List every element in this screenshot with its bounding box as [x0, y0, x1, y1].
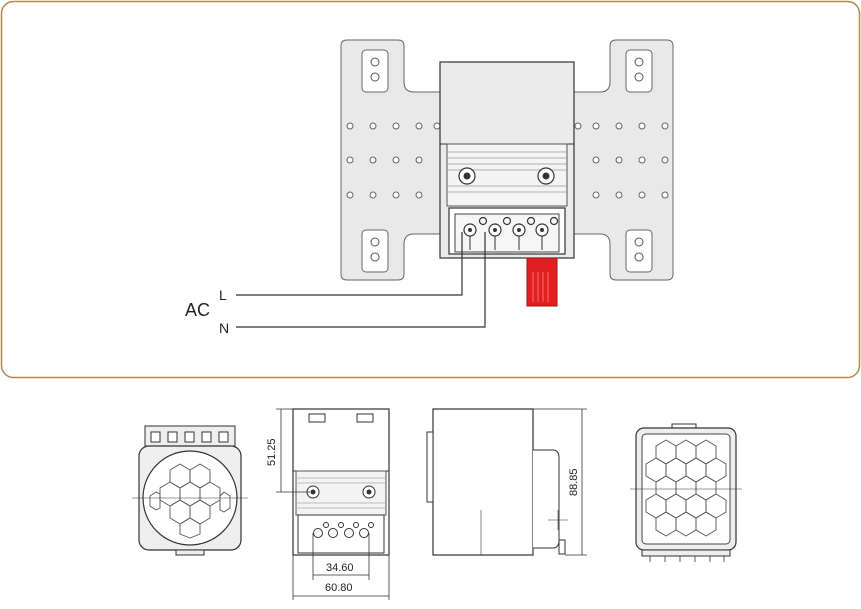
total-width-dimension-label: 60.80 — [325, 582, 353, 594]
line-wire — [236, 232, 463, 296]
terminal-span-dimension-label: 34.60 — [326, 562, 354, 574]
side-view: 88.85 — [426, 408, 587, 556]
neutral-wire — [236, 232, 486, 328]
heater-module — [439, 61, 575, 259]
neutral-label: N — [219, 320, 229, 336]
depth-dimension-label: 88.85 — [568, 468, 580, 496]
mounting-screw — [537, 167, 555, 185]
rear-grille-view — [630, 423, 742, 562]
front-fan-view — [132, 425, 248, 556]
terminal-block — [448, 207, 566, 255]
dimensioned-front-view: 51.25 34.60 60.80 — [266, 408, 390, 600]
mounting-screw — [458, 167, 476, 185]
line-label: L — [219, 287, 227, 303]
ac-label: AC — [185, 300, 210, 320]
red-switch — [526, 257, 558, 307]
height-dimension-label: 51.25 — [266, 438, 278, 466]
